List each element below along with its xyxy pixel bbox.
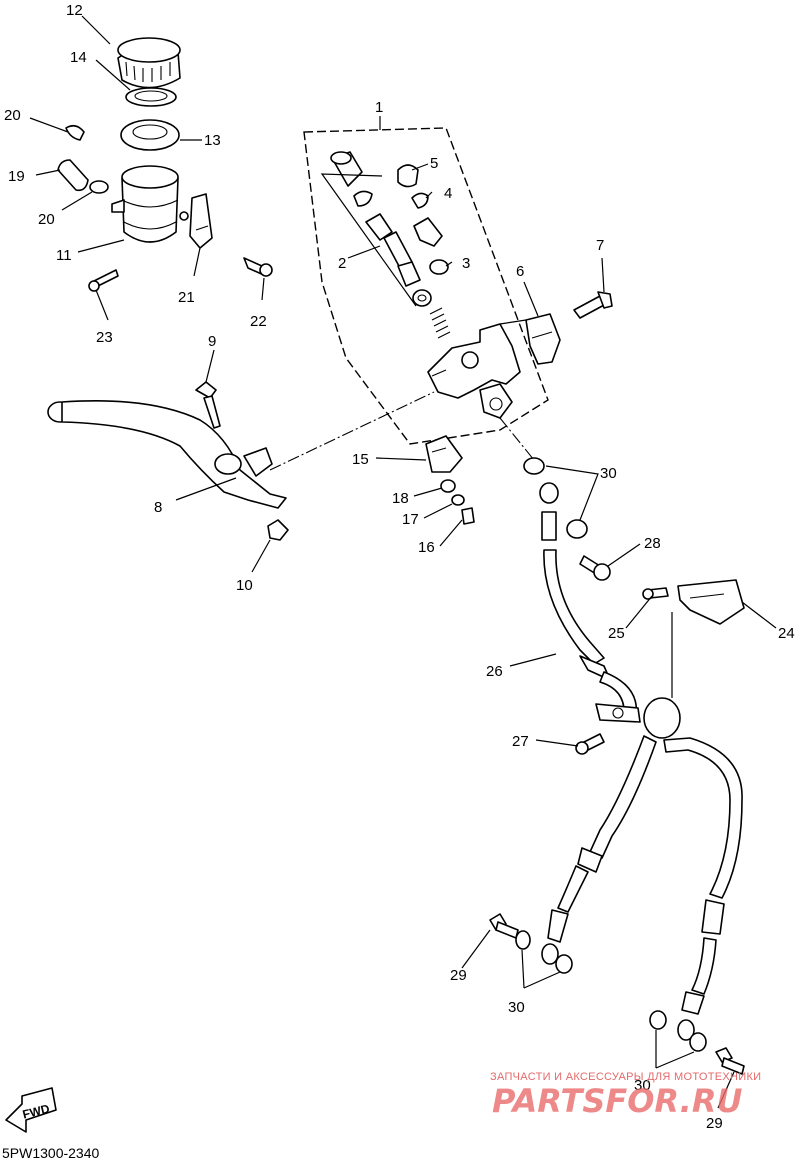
callout-29-right: 29 — [706, 1115, 723, 1132]
union-bolt-left[interactable] — [489, 913, 519, 939]
hose-joint[interactable] — [595, 697, 681, 739]
callout-6: 6 — [516, 263, 524, 280]
reservoir-hose[interactable] — [57, 159, 89, 192]
hose-bracket[interactable] — [677, 579, 745, 625]
callout-29-left: 29 — [450, 967, 467, 984]
callout-21: 21 — [178, 289, 195, 306]
switch-screw[interactable] — [461, 507, 475, 525]
brake-switch[interactable] — [425, 435, 463, 473]
callout-30-left: 30 — [508, 999, 525, 1016]
reservoir-clip[interactable] — [65, 124, 85, 141]
callout-30-top: 30 — [600, 465, 617, 482]
hose-clamp[interactable] — [89, 180, 109, 194]
master-cylinder-body[interactable] — [427, 323, 521, 419]
callout-9: 9 — [208, 333, 216, 350]
reservoir-screw[interactable] — [88, 269, 119, 292]
reservoir-bracket[interactable] — [189, 193, 213, 249]
circlip[interactable] — [411, 192, 429, 209]
piston-seal[interactable] — [412, 289, 432, 307]
reservoir-plate[interactable] — [125, 87, 177, 107]
callout-26: 26 — [486, 663, 503, 680]
lever-pivot-bolt[interactable] — [195, 381, 221, 429]
switch-washer[interactable] — [440, 479, 456, 493]
callout-1: 1 — [375, 99, 383, 116]
callout-24: 24 — [778, 625, 795, 642]
callout-20-top: 20 — [4, 107, 21, 124]
callout-23: 23 — [96, 329, 113, 346]
washers-right[interactable] — [649, 1010, 707, 1052]
callout-10: 10 — [236, 577, 253, 594]
piston-clip[interactable] — [353, 190, 373, 207]
boot[interactable] — [397, 164, 419, 188]
callout-30-right: 30 — [634, 1077, 651, 1094]
callout-17: 17 — [402, 511, 419, 528]
watermark-tagline: ЗАПЧАСТИ И АКСЕССУАРЫ ДЛЯ МОТОТЕХНИКИ — [490, 1071, 761, 1083]
callout-3: 3 — [462, 255, 470, 272]
return-spring[interactable] — [429, 307, 451, 339]
union-bolt-right[interactable] — [715, 1047, 745, 1075]
piston-assembly[interactable] — [365, 213, 421, 287]
bracket-bolt[interactable] — [243, 257, 273, 277]
callout-4: 4 — [444, 185, 452, 202]
reservoir-diaphragm[interactable] — [120, 119, 180, 151]
holder-bolt[interactable] — [573, 291, 613, 319]
reservoir-tank[interactable] — [111, 165, 189, 243]
callout-11: 11 — [56, 247, 72, 264]
piston-cup[interactable] — [330, 151, 363, 187]
fwd-label: FWD — [21, 1101, 51, 1121]
callout-22: 22 — [250, 313, 267, 330]
callout-13: 13 — [204, 132, 221, 149]
callout-14: 14 — [70, 49, 87, 66]
callout-8: 8 — [154, 499, 162, 516]
callout-25: 25 — [608, 625, 625, 642]
brake-hose-upper[interactable] — [541, 511, 638, 717]
callout-12: 12 — [66, 2, 83, 19]
callout-27: 27 — [512, 733, 529, 750]
callout-15: 15 — [352, 451, 369, 468]
kit-boundary — [303, 127, 549, 445]
push-rod[interactable] — [413, 217, 443, 247]
callout-28: 28 — [644, 535, 661, 552]
reservoir-cap[interactable] — [117, 37, 181, 89]
bracket-screw[interactable] — [642, 587, 669, 600]
callout-5: 5 — [430, 155, 438, 172]
brake-lever[interactable] — [47, 400, 287, 509]
lever-axis-line — [269, 391, 435, 471]
washers-left[interactable] — [515, 930, 573, 974]
o-ring[interactable] — [429, 259, 449, 275]
lever-nut[interactable] — [267, 519, 289, 541]
brake-hose-right[interactable] — [663, 737, 743, 1041]
switch-spring[interactable] — [451, 494, 465, 506]
brake-hose-left[interactable] — [541, 735, 657, 965]
fwd-arrow-icon: FWD — [5, 1087, 57, 1133]
banjo-bolt[interactable] — [579, 555, 611, 581]
callout-7: 7 — [596, 237, 604, 254]
callout-2: 2 — [338, 255, 346, 272]
union-bolt-top[interactable] — [523, 457, 588, 539]
callout-18: 18 — [392, 490, 409, 507]
callout-16: 16 — [418, 539, 435, 556]
callout-19: 19 — [8, 168, 25, 185]
master-cylinder-holder[interactable] — [525, 313, 561, 365]
joint-bolt[interactable] — [575, 733, 605, 755]
callout-20-bottom: 20 — [38, 211, 55, 228]
watermark-logo: PARTSFOR.RU — [492, 1082, 742, 1120]
diagram-code: 5PW1300-2340 — [2, 1145, 100, 1161]
